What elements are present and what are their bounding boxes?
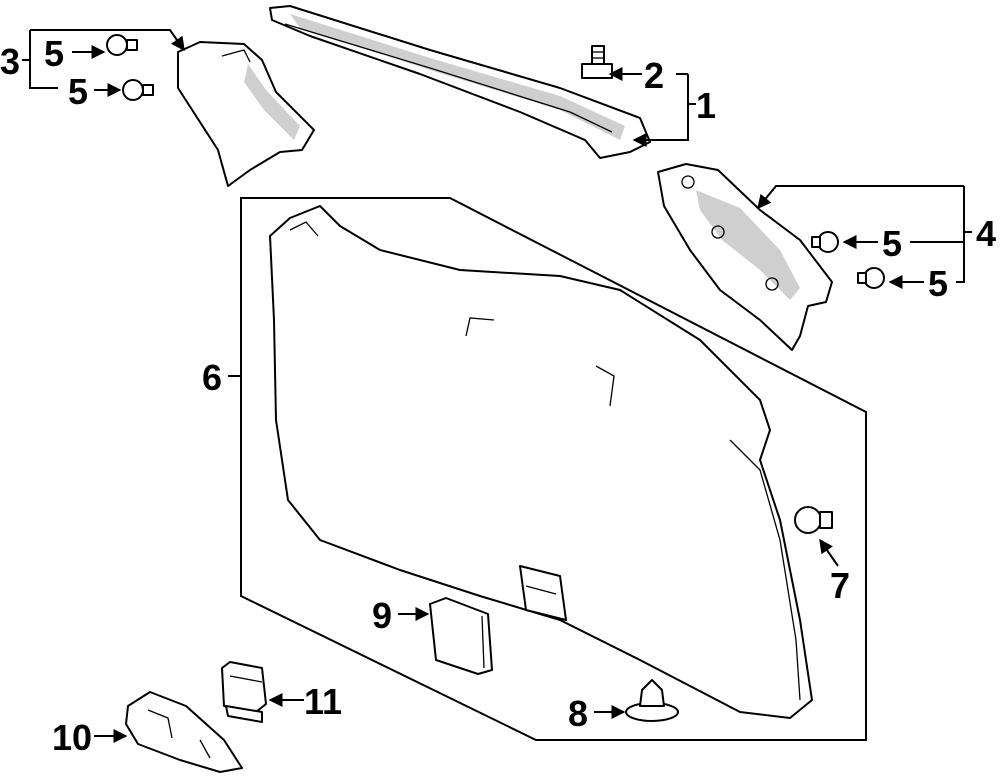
- callout-10: 10: [52, 717, 92, 758]
- clip-5a: [106, 34, 138, 56]
- callout-5c: 5: [882, 223, 902, 264]
- switch-part-11: [221, 661, 267, 723]
- leader-lines: [22, 29, 972, 743]
- callout-4: 4: [976, 213, 996, 254]
- callout-6: 6: [202, 357, 222, 398]
- callout-8: 8: [568, 693, 588, 734]
- callout-5b: 5: [68, 71, 88, 112]
- left-pillar-trim: [177, 41, 315, 187]
- clip-5b: [122, 79, 154, 101]
- callout-11: 11: [304, 681, 342, 722]
- right-pillar-trim: [657, 163, 833, 351]
- cover-part-9: [429, 597, 493, 675]
- clip-5c: [811, 231, 839, 253]
- callout-labels: 1 2 3 5 5 4 5 5 6 7 8 9 10 11: [0, 33, 996, 758]
- callout-7: 7: [830, 565, 850, 606]
- clip-part-7: [794, 506, 833, 534]
- handle-part-10: [125, 691, 243, 773]
- clip-5d: [857, 267, 885, 289]
- callout-5a: 5: [44, 33, 64, 74]
- back-door-trim-panel: [240, 197, 867, 741]
- bolt-part-2: [581, 45, 613, 79]
- callout-3: 3: [0, 41, 20, 82]
- upper-garnish-molding: [269, 5, 651, 159]
- callout-9: 9: [372, 595, 392, 636]
- callout-1: 1: [696, 85, 716, 126]
- push-clip-part-8: [625, 679, 679, 722]
- callout-2: 2: [644, 55, 664, 96]
- callout-5d: 5: [928, 263, 948, 304]
